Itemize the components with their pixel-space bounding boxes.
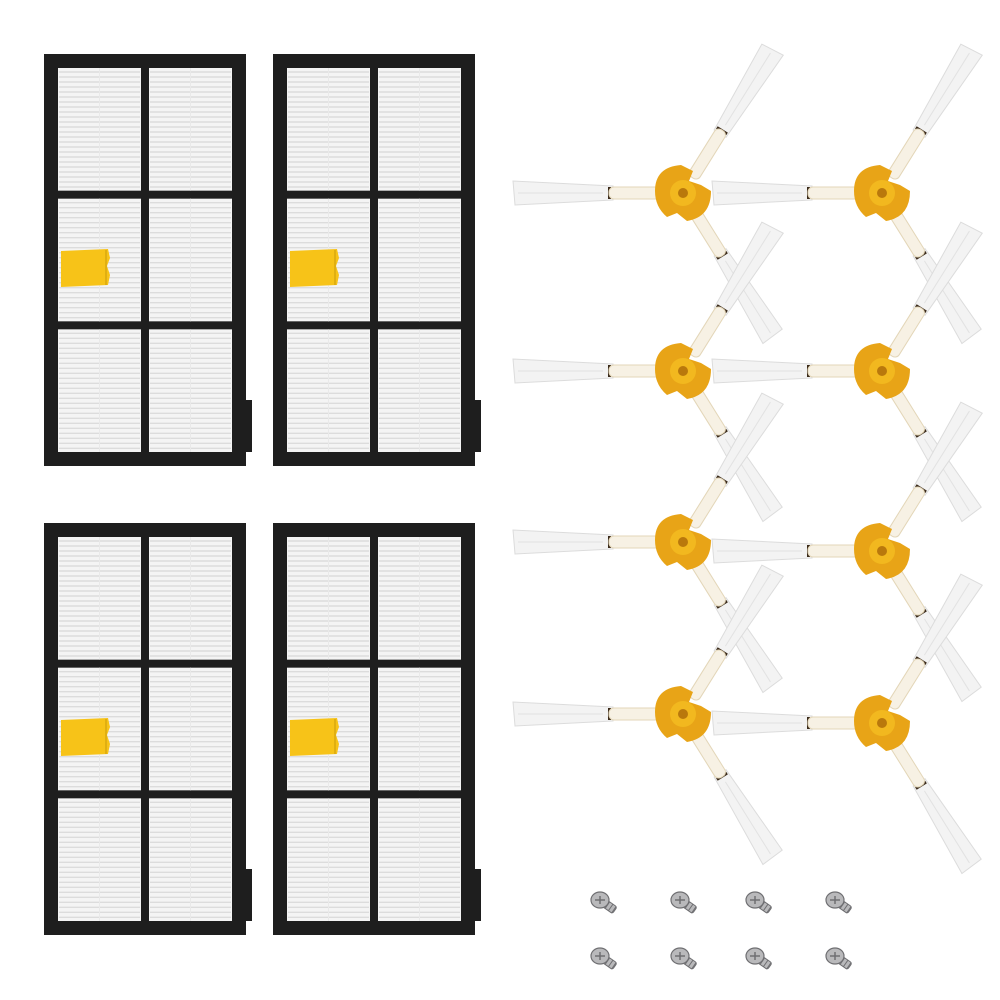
brush-stem xyxy=(688,477,726,529)
brush-bristle-line xyxy=(923,52,970,126)
brush-hub-hole xyxy=(678,188,688,198)
brush-hub-hole xyxy=(678,537,688,547)
brush-hub-hole xyxy=(877,546,887,556)
side-brush-7 xyxy=(512,564,784,866)
screw-thread xyxy=(691,906,697,914)
hepa-filter-1 xyxy=(44,54,252,466)
brush-arm xyxy=(887,401,983,538)
brush-hub-hole xyxy=(678,709,688,719)
screw-thread xyxy=(687,903,694,912)
hepa-filter-3 xyxy=(44,523,252,935)
brush-arm xyxy=(711,180,865,206)
brush-stem xyxy=(887,128,925,180)
brush-arm xyxy=(887,221,983,358)
screw-2 xyxy=(670,891,697,914)
brush-bristle-line xyxy=(724,401,771,475)
screws-group xyxy=(590,891,852,970)
brush-stem xyxy=(887,486,925,538)
filter-latch xyxy=(244,869,252,921)
brush-bristle-line xyxy=(923,582,970,656)
screw-3 xyxy=(745,891,772,914)
screw-5 xyxy=(590,947,617,970)
hepa-filters-group xyxy=(44,54,481,935)
screw-7 xyxy=(745,947,772,970)
brush-arm xyxy=(688,564,784,701)
side-brush-2 xyxy=(711,43,983,345)
brush-bristle-line xyxy=(923,260,970,334)
brush-arm xyxy=(887,43,983,180)
brush-arm xyxy=(688,206,783,345)
screw-thread xyxy=(846,962,852,970)
brush-stem xyxy=(887,658,925,710)
hepa-filter-4 xyxy=(273,523,481,935)
side-brush-8 xyxy=(711,573,983,875)
screw-thread xyxy=(607,903,614,912)
brush-bristle-line xyxy=(724,781,771,855)
filter-latch xyxy=(473,400,481,452)
side-brush-4 xyxy=(711,221,983,523)
hepa-filter-2 xyxy=(273,54,481,466)
screw-6 xyxy=(670,947,697,970)
brush-hub-hole xyxy=(877,366,887,376)
screw-4 xyxy=(825,891,852,914)
side-brush-5 xyxy=(512,392,784,694)
brush-arm xyxy=(512,180,666,206)
brush-arm xyxy=(887,573,983,710)
screw-1 xyxy=(590,891,617,914)
screw-thread xyxy=(691,962,697,970)
brush-bristle-line xyxy=(923,230,970,304)
brush-bristle-line xyxy=(923,410,970,484)
brush-arm xyxy=(711,538,865,564)
filter-pull-tab xyxy=(290,718,339,756)
brush-bristle-line xyxy=(923,790,970,864)
brush-bristle-line xyxy=(724,52,771,126)
brush-arm xyxy=(711,358,865,384)
filter-latch xyxy=(244,400,252,452)
screw-thread xyxy=(762,959,769,968)
brush-arm xyxy=(512,701,666,727)
brush-bristle-line xyxy=(724,260,771,334)
brush-hub-hole xyxy=(678,366,688,376)
brush-bristle-line xyxy=(923,438,970,512)
brush-stem xyxy=(688,306,726,358)
filter-pull-tab xyxy=(61,718,110,756)
side-brushes-group xyxy=(512,43,983,875)
screw-8 xyxy=(825,947,852,970)
brush-arm xyxy=(688,43,784,180)
filter-pull-tab xyxy=(61,249,110,287)
brush-stem xyxy=(887,306,925,358)
brush-arm xyxy=(711,710,865,736)
brush-stem xyxy=(688,128,726,180)
brush-arm xyxy=(688,392,784,529)
brush-bristle-line xyxy=(724,573,771,647)
brush-arm xyxy=(688,221,784,358)
brush-arm xyxy=(688,727,783,866)
brush-arm xyxy=(887,206,982,345)
side-brush-1 xyxy=(512,43,784,345)
brush-arm xyxy=(512,358,666,384)
screw-thread xyxy=(766,962,772,970)
brush-arm xyxy=(887,384,982,523)
screw-thread xyxy=(842,903,849,912)
brush-bristle-line xyxy=(724,230,771,304)
brush-hub-hole xyxy=(877,718,887,728)
screw-thread xyxy=(846,906,852,914)
screw-thread xyxy=(611,906,617,914)
screw-thread xyxy=(762,903,769,912)
screw-thread xyxy=(607,959,614,968)
screw-thread xyxy=(842,959,849,968)
screw-thread xyxy=(766,906,772,914)
screw-thread xyxy=(687,959,694,968)
brush-stem xyxy=(688,649,726,701)
brush-hub-hole xyxy=(877,188,887,198)
screw-thread xyxy=(611,962,617,970)
filter-pull-tab xyxy=(290,249,339,287)
filter-latch xyxy=(473,869,481,921)
brush-arm xyxy=(887,736,982,875)
